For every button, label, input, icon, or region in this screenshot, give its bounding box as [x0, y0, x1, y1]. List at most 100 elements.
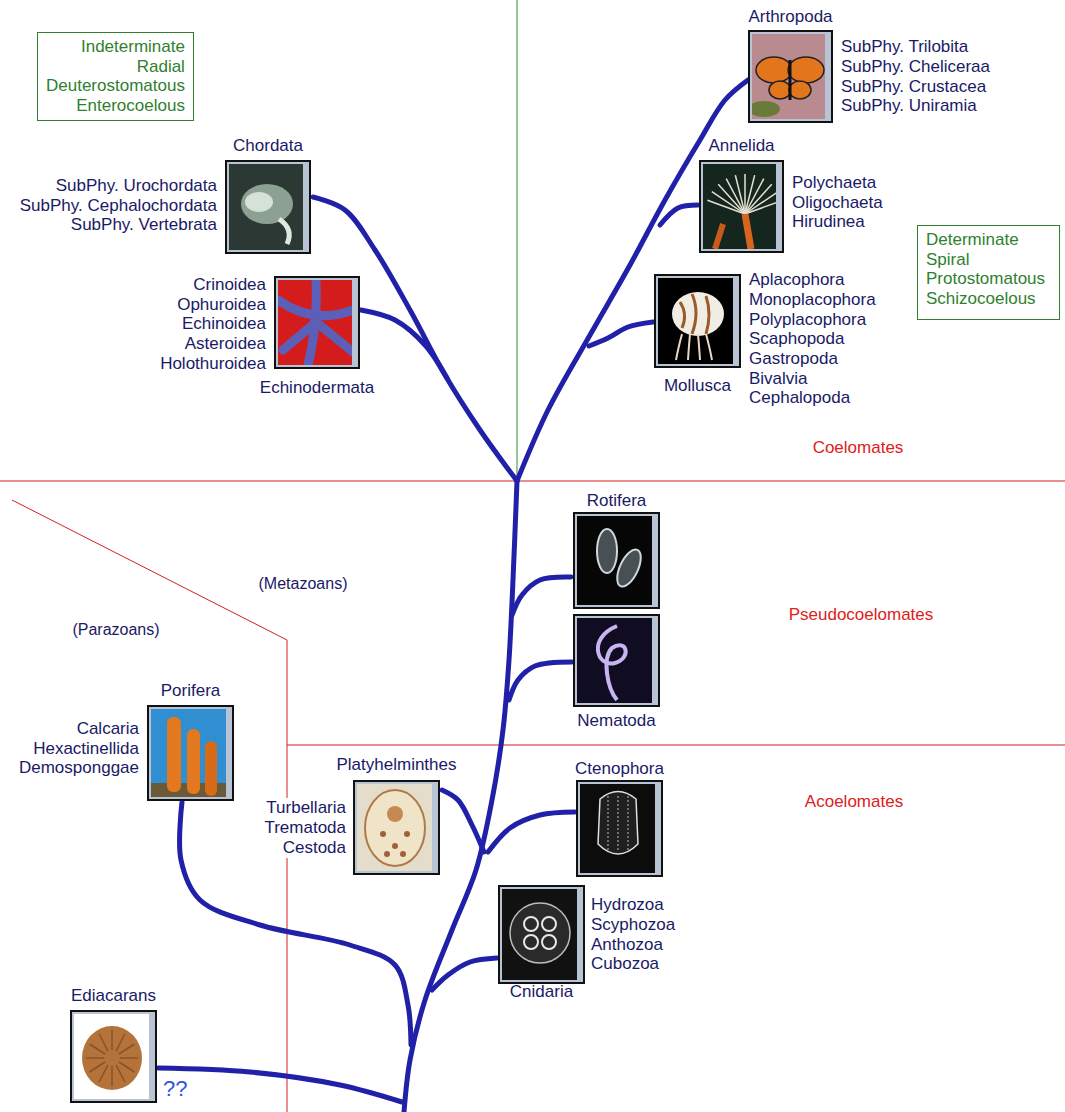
tree-branch	[432, 958, 497, 990]
class-name: Holothuroidea	[159, 354, 267, 374]
class-name: SubPhy. Vertebrata	[70, 215, 218, 235]
photo-frame	[654, 274, 741, 368]
tree-branch	[442, 790, 484, 852]
tree-branch	[589, 322, 653, 346]
class-name: Hirudinea	[791, 212, 866, 232]
group-label: (Metazoans)	[258, 575, 349, 593]
trait-text: Enterocoelous	[75, 96, 186, 116]
phylum-node: PoriferaCalcariaHexactinellidaDemospongg…	[18, 681, 234, 801]
phylum-node: ChordataSubPhy. UrochordataSubPhy. Cepha…	[19, 136, 311, 254]
trait-text: Indeterminate	[80, 37, 186, 57]
class-name: Gastropoda	[748, 349, 839, 369]
phylum-node: Rotifera	[573, 491, 660, 609]
photo-frame	[576, 780, 663, 877]
class-name: Calcaria	[76, 719, 140, 739]
class-name: Cubozoa	[590, 954, 660, 974]
photo-frame	[748, 30, 833, 123]
phylum-name: Rotifera	[586, 491, 648, 511]
phylum-photo	[699, 160, 784, 253]
class-name: Anthozoa	[590, 935, 664, 955]
photo-frame	[274, 276, 360, 369]
phylum-photo	[573, 614, 660, 707]
class-name: Hydrozoa	[590, 895, 665, 915]
region-label: Pseudocoelomates	[788, 605, 935, 625]
phylum-name: Echinodermata	[259, 378, 375, 398]
phylum-photo	[225, 160, 311, 254]
phylum-photo	[573, 512, 660, 609]
uncertainty-mark: ??	[162, 1078, 188, 1100]
phylum-name: Cnidaria	[509, 982, 574, 1002]
divider-line	[12, 500, 287, 640]
class-name: Monoplacophora	[748, 290, 877, 310]
class-name: Polyplacophora	[748, 310, 867, 330]
tree-branch	[158, 1068, 402, 1102]
class-name: Turbellaria	[265, 798, 347, 818]
group-label: (Parazoans)	[71, 621, 160, 639]
tree-branch	[313, 197, 517, 481]
phylum-node: Nematoda	[573, 614, 660, 731]
class-name: Scaphopoda	[748, 329, 845, 349]
region-label: Acoelomates	[804, 792, 904, 812]
phylum-name: Nematoda	[576, 711, 656, 731]
phylum-node: ArthropodaSubPhy. TrilobitaSubPhy. Cheli…	[747, 7, 991, 123]
photo-frame	[573, 512, 660, 609]
phylum-photo	[576, 780, 663, 877]
phylum-name: Annelida	[707, 136, 775, 156]
photo-frame	[573, 614, 660, 707]
phylum-node: AnnelidaPolychaetaOligochaetaHirudinea	[699, 136, 884, 253]
trait-text: Schizocoelous	[925, 289, 1037, 309]
class-name: SubPhy. Cheliceraa	[840, 57, 991, 77]
divider-line	[287, 640, 288, 1112]
divider-line	[517, 0, 518, 481]
divider-line	[287, 745, 1065, 746]
trait-box: DeterminateSpiralProtostomatousSchizocoe…	[917, 225, 1060, 320]
class-name: Cestoda	[282, 838, 347, 858]
phylum-photo	[274, 276, 360, 369]
class-name: Ophuroidea	[176, 295, 267, 315]
class-name: Demosponggae	[18, 758, 140, 778]
phylum-photo	[748, 30, 833, 123]
class-name: Echinoidea	[181, 314, 267, 334]
class-name: Crinoidea	[192, 275, 267, 295]
divider-line	[0, 481, 1065, 482]
photo-frame	[70, 1010, 157, 1103]
phylum-photo	[498, 885, 585, 984]
class-name: SubPhy. Uniramia	[840, 96, 978, 116]
trait-text: Radial	[136, 57, 186, 77]
phylum-name: Chordata	[232, 136, 304, 156]
trait-text: Determinate	[925, 230, 1020, 250]
phylum-photo	[147, 705, 234, 803]
phylum-name: Platyhelminthes	[335, 755, 457, 775]
trait-text: Deuterostomatous	[45, 76, 186, 96]
class-name: Hexactinellida	[32, 739, 140, 759]
phylum-node: Ediacarans	[70, 986, 157, 1103]
tree-branch	[512, 577, 571, 615]
class-name: Scyphozoa	[590, 915, 676, 935]
phylum-name: Mollusca	[663, 376, 732, 396]
phylum-photo	[353, 780, 440, 875]
photo-frame	[699, 160, 784, 253]
class-name: Bivalvia	[748, 369, 809, 389]
phylum-photo	[654, 274, 741, 368]
class-name: SubPhy. Urochordata	[55, 176, 218, 196]
photo-frame	[147, 705, 234, 801]
phylum-name: Ediacarans	[70, 986, 157, 1006]
tree-branch	[509, 662, 572, 700]
tree-branch	[660, 205, 698, 225]
class-name: SubPhy. Trilobita	[840, 37, 969, 57]
region-label: Coelomates	[812, 438, 905, 458]
class-name: Trematoda	[263, 818, 347, 838]
class-name: Polychaeta	[791, 173, 877, 193]
phylum-photo	[70, 1010, 157, 1103]
class-name: SubPhy. Cephalochordata	[19, 196, 218, 216]
phylum-node: Cnidaria HydrozoaScyphozoaAnthozoaCubozoa	[498, 885, 676, 1002]
phylum-node: Ctenophora	[574, 759, 665, 877]
photo-frame	[498, 885, 585, 984]
phylum-name: Arthropoda	[747, 7, 833, 27]
phylum-name: Ctenophora	[574, 759, 665, 779]
tree-branch	[488, 812, 575, 852]
trait-text: Spiral	[925, 250, 970, 270]
phylum-node: Echinodermata CrinoideaOphuroideaEchinoid…	[159, 275, 375, 398]
trait-text: Protostomatous	[925, 269, 1046, 289]
class-name: Asteroidea	[184, 334, 267, 354]
